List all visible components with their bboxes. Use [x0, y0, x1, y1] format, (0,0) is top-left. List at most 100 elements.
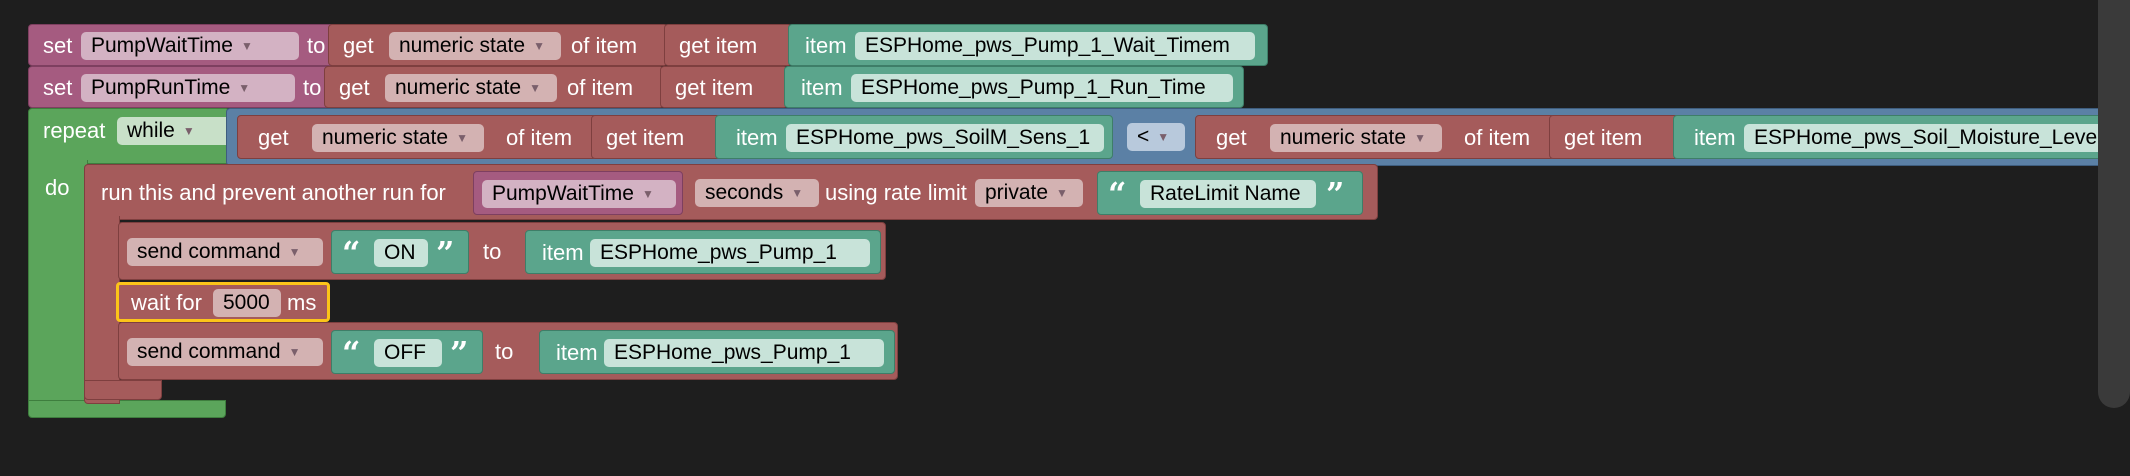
item-name-field[interactable]: ESPHome_pws_Pump_1 — [590, 239, 870, 267]
chevron-down-icon: ▼ — [456, 131, 468, 146]
get-numeric-state-block[interactable]: get numeric state ▼ of item — [328, 24, 668, 66]
open-quote-icon: “ — [1108, 175, 1127, 213]
item-keyword: item — [542, 240, 584, 265]
variable-block[interactable]: PumpWaitTime ▼ — [473, 171, 683, 215]
wait-unit-label: ms — [287, 290, 317, 315]
of-item-label: of item — [567, 75, 634, 100]
get-numeric-state-block[interactable]: get numeric state▼ of item — [237, 115, 597, 159]
open-quote-icon: “ — [342, 234, 361, 272]
chevron-down-icon: ▼ — [1157, 130, 1170, 145]
variable-name: PumpWaitTime — [91, 34, 233, 57]
set-keyword: set — [43, 33, 73, 58]
repeat-footer — [28, 400, 226, 418]
item-block[interactable]: item ESPHome_pws_Pump_1 — [525, 230, 881, 274]
text-block[interactable]: “ RateLimit Name ” — [1097, 171, 1363, 215]
to-keyword: to — [495, 339, 514, 364]
chevron-down-icon: ▼ — [533, 39, 545, 54]
wait-block[interactable]: wait for 5000 ms — [116, 282, 330, 322]
get-keyword: get — [343, 33, 374, 58]
rate-limit-name-field[interactable]: RateLimit Name — [1140, 180, 1316, 208]
rate-limit-footer — [84, 380, 162, 400]
property-value: numeric state — [1280, 126, 1407, 149]
time-unit-dropdown[interactable]: seconds ▼ — [695, 179, 819, 207]
loop-mode-value: while — [127, 119, 175, 142]
item-keyword: item — [801, 75, 843, 100]
item-name-field[interactable]: ESPHome_pws_Soil_Moisture_Level_1 — [1744, 124, 2127, 152]
set-pumpruntime-block[interactable]: set PumpRunTime▼ to — [28, 66, 330, 108]
property-value: numeric state — [399, 34, 526, 57]
get-item-block[interactable]: get item — [1549, 115, 1679, 159]
to-keyword: to — [303, 75, 322, 100]
command-dropdown[interactable]: send command ▼ — [127, 238, 323, 266]
get-item-block[interactable]: get item — [664, 24, 792, 66]
chevron-down-icon: ▼ — [288, 345, 301, 360]
command-dropdown[interactable]: send command▼ — [127, 338, 323, 366]
rate-limit-label: run this and prevent another run for — [101, 180, 446, 205]
property-value: numeric state — [395, 76, 522, 99]
get-item-label: get item — [606, 125, 685, 150]
of-item-label: of item — [571, 33, 638, 58]
of-item-label: of item — [506, 125, 573, 150]
property-value: numeric state — [322, 126, 449, 149]
variable-name: PumpRunTime — [91, 76, 231, 99]
item-name-field[interactable]: ESPHome_pws_Pump_1_Run_Time — [851, 74, 1233, 102]
variable-dropdown[interactable]: PumpWaitTime▼ — [81, 32, 299, 60]
item-block[interactable]: item ESPHome_pws_Pump_1 — [539, 330, 895, 374]
close-quote-icon: ” — [450, 334, 469, 372]
repeat-body-spine: do — [28, 160, 88, 412]
get-item-label: get item — [675, 75, 754, 100]
text-block[interactable]: “ OFF ” — [331, 330, 483, 374]
open-quote-icon: “ — [342, 334, 361, 372]
close-quote-icon: ” — [1326, 175, 1345, 213]
operator-value: < — [1137, 125, 1150, 148]
get-item-label: get item — [1564, 125, 1643, 150]
property-dropdown[interactable]: numeric state▼ — [1270, 124, 1442, 152]
loop-mode-dropdown[interactable]: while▼ — [117, 117, 235, 145]
get-keyword: get — [1216, 125, 1247, 150]
variable-dropdown[interactable]: PumpRunTime▼ — [81, 74, 295, 102]
item-block[interactable]: item ESPHome_pws_Pump_1_Wait_Timem — [788, 24, 1268, 66]
item-keyword: item — [736, 125, 778, 150]
item-name-field[interactable]: ESPHome_pws_Pump_1_Wait_Timem — [855, 32, 1255, 60]
item-name-field[interactable]: ESPHome_pws_Pump_1 — [604, 339, 884, 367]
vertical-scrollbar[interactable] — [2098, 0, 2130, 408]
operator-dropdown[interactable]: <▼ — [1127, 123, 1185, 151]
get-keyword: get — [339, 75, 370, 100]
item-block[interactable]: item ESPHome_pws_SoilM_Sens_1 — [715, 115, 1113, 159]
get-item-block[interactable]: get item — [591, 115, 721, 159]
item-block[interactable]: item ESPHome_pws_Soil_Moisture_Level_1 — [1673, 115, 2127, 159]
get-numeric-state-block[interactable]: get numeric state▼ of item — [1195, 115, 1555, 159]
compare-block[interactable]: get numeric state▼ of item get item item… — [226, 108, 2127, 166]
send-command-block[interactable]: send command▼ “ OFF ” to item ESPHome_pw… — [118, 322, 898, 380]
of-item-label: of item — [1464, 125, 1531, 150]
repeat-keyword: repeat — [43, 118, 106, 143]
property-dropdown[interactable]: numeric state ▼ — [389, 32, 561, 60]
repeat-while-block[interactable]: repeat while▼ — [28, 108, 235, 164]
command-value: send command — [137, 240, 281, 263]
set-pumpwaittime-block[interactable]: set PumpWaitTime▼ to — [28, 24, 334, 66]
close-quote-icon: ” — [436, 234, 455, 272]
scope-dropdown[interactable]: private▼ — [975, 179, 1083, 207]
wait-duration-field[interactable]: 5000 — [213, 289, 281, 317]
get-numeric-state-block[interactable]: get numeric state▼ of item — [324, 66, 664, 108]
chevron-down-icon: ▼ — [791, 186, 804, 201]
property-dropdown[interactable]: numeric state▼ — [385, 74, 557, 102]
do-keyword: do — [45, 175, 70, 200]
to-keyword: to — [307, 33, 326, 58]
text-block[interactable]: “ ON ” — [331, 230, 469, 274]
time-unit-value: seconds — [705, 181, 784, 204]
rate-limit-block[interactable]: run this and prevent another run for Pum… — [84, 164, 1378, 220]
chevron-down-icon: ▼ — [288, 245, 301, 260]
variable-name: PumpWaitTime — [492, 182, 634, 205]
property-dropdown[interactable]: numeric state ▼ — [312, 124, 484, 152]
command-value-field[interactable]: OFF — [374, 339, 442, 367]
to-keyword: to — [483, 239, 502, 264]
send-command-block[interactable]: send command ▼ “ ON ” to item ESPHome_pws… — [118, 222, 886, 280]
variable-dropdown[interactable]: PumpWaitTime ▼ — [482, 180, 676, 208]
chevron-down-icon: ▼ — [641, 187, 654, 202]
command-value-field[interactable]: ON — [374, 239, 428, 267]
item-name-field[interactable]: ESPHome_pws_SoilM_Sens_1 — [786, 124, 1104, 152]
item-block[interactable]: item ESPHome_pws_Pump_1_Run_Time — [784, 66, 1244, 108]
get-item-block[interactable]: get item — [660, 66, 788, 108]
chevron-down-icon: ▼ — [1056, 186, 1068, 201]
